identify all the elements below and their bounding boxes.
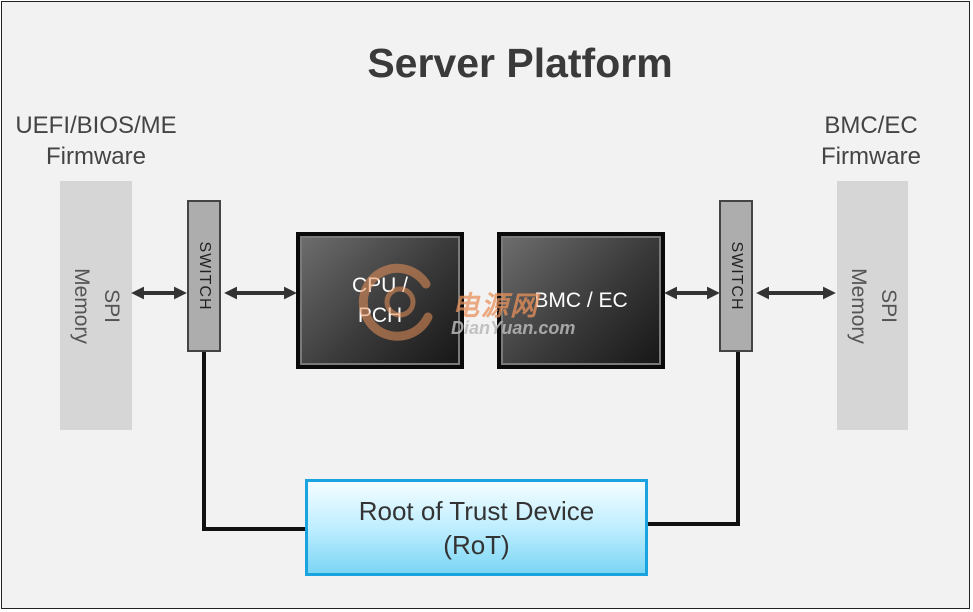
bmc-ec-chip: BMC / EC [497,232,665,369]
right-firmware-label-line2: Firmware [821,143,921,170]
right-spi-memory: SPI Memory [837,181,908,430]
bmc-chip-label: BMC / EC [534,288,628,312]
right-switch: SWITCH [719,200,753,352]
wire-right-switch-to-rot [648,352,740,526]
right-firmware-label-line1: BMC/EC [824,112,918,139]
left-firmware-label-line2: Firmware [46,143,146,170]
rot-line1: Root of Trust Device [358,495,595,526]
watermark-english-text: DianYuan.com [451,318,576,338]
diagram-title: Server Platform [367,40,673,86]
right-firmware-label: BMC/EC Firmware [790,110,952,172]
root-of-trust-device: Root of Trust Device (RoT) [305,479,648,576]
rot-line2: (RoT) [443,529,510,560]
watermark-logo-icon [358,263,433,341]
left-switch: SWITCH [187,200,221,352]
wire-left-switch-to-rot [202,352,305,531]
left-spi-memory: SPI Memory [60,181,132,430]
watermark-chinese-text: 电源网 [452,291,539,321]
left-firmware-label-line1: UEFI/BIOS/ME [15,112,177,139]
left-firmware-label: UEFI/BIOS/ME Firmware [0,110,192,172]
